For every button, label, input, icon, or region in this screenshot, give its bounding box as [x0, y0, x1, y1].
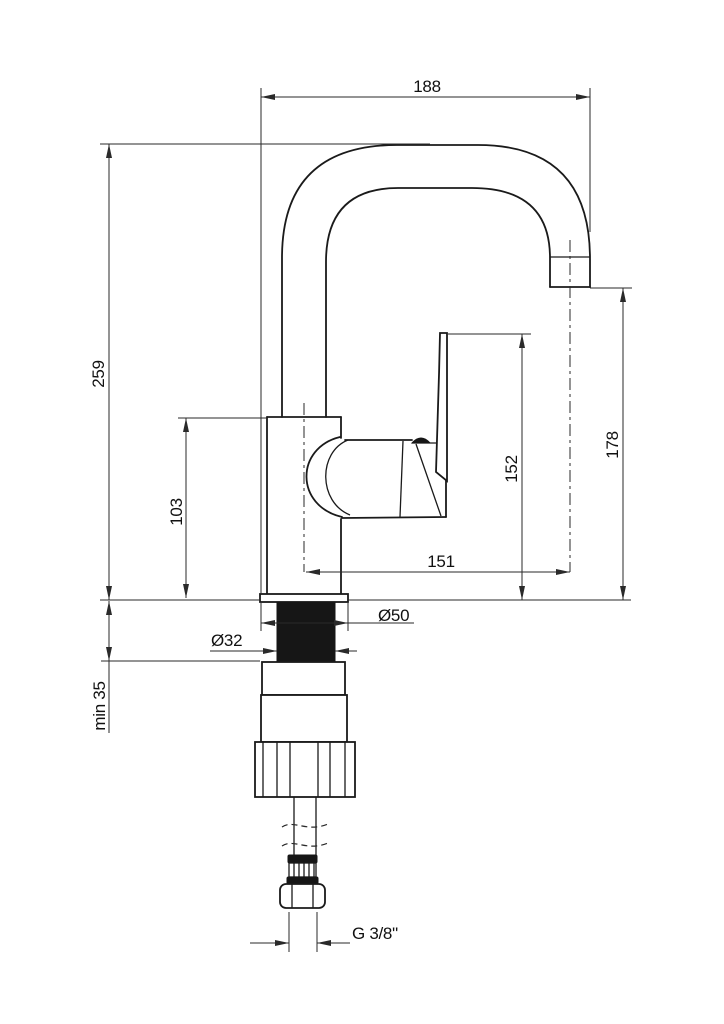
dimension-spout-reach: 188	[260, 77, 591, 594]
faucet-outline	[254, 144, 591, 909]
hose-hex-nut	[279, 883, 326, 909]
hose-break-line-upper	[281, 823, 329, 828]
mounting-block-lower	[260, 694, 348, 743]
cartridge-dome-outer-arc	[305, 436, 343, 518]
crimp-collar-lower-band	[286, 876, 319, 885]
crimp-cage	[288, 862, 317, 878]
dim-label-min-35: min 35	[90, 681, 109, 730]
lever-screw-dome	[410, 437, 432, 444]
dimension-outlet-height: 178	[590, 287, 632, 600]
dimension-min-deck-thickness: min 35	[90, 601, 260, 733]
dim-label-259: 259	[89, 360, 108, 387]
dim-label-152: 152	[502, 455, 521, 482]
spout-inner-contour	[325, 187, 551, 418]
castellated-nut-ribs	[262, 742, 346, 797]
lever-base-slant	[415, 443, 442, 517]
cartridge-bottom-line	[341, 516, 447, 519]
dimension-overall-height: 259	[89, 143, 430, 600]
dimension-body-height: 103	[167, 417, 267, 598]
dim-label-188: 188	[413, 77, 440, 96]
dimension-base-diameter: Ø50	[260, 603, 414, 631]
lever-handle-blade	[435, 332, 448, 483]
spout-outer-contour	[281, 144, 591, 418]
dimension-shank-diameter: Ø32	[210, 631, 357, 654]
mounting-block-upper	[261, 661, 346, 696]
dim-label-dia-32: Ø32	[211, 631, 242, 650]
dim-label-dia-50: Ø50	[378, 606, 409, 625]
dimension-spout-offset: 151	[306, 552, 570, 575]
dim-label-151: 151	[427, 552, 454, 571]
dimension-hose-connection: G 3/8"	[250, 912, 398, 952]
dimension-handle-height: 152	[448, 333, 531, 600]
castellated-mounting-nut	[254, 741, 356, 798]
crimp-collar-upper-band	[287, 854, 318, 864]
dim-label-178: 178	[603, 431, 622, 458]
dim-label-103: 103	[167, 498, 186, 525]
base-flange	[259, 593, 349, 603]
threaded-shank	[276, 601, 336, 663]
crimp-cage-ribs	[293, 863, 315, 877]
cartridge-ring-joint	[399, 440, 404, 518]
hose-break-line-lower	[281, 842, 329, 847]
cartridge-dome-inner-arc	[325, 439, 351, 516]
dim-label-g38: G 3/8"	[352, 924, 398, 943]
